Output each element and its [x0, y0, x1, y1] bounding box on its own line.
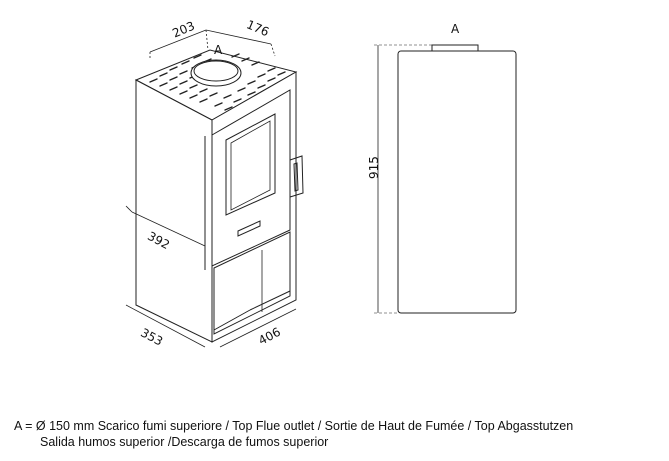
door-glass [225, 113, 276, 216]
dim-top-width: 176 [245, 17, 272, 39]
stove-left-face [135, 79, 213, 343]
stove-front-face [211, 71, 297, 343]
side-handle [289, 155, 304, 198]
log-storage-opening [213, 231, 291, 335]
door-frame [211, 89, 291, 267]
ash-drawer-handle [237, 220, 261, 237]
dim-height: 915 [367, 156, 381, 179]
side-body [397, 50, 517, 314]
marker-a-top: A [214, 43, 223, 57]
legend: A = Ø 150 mm Scarico fumi superiore / To… [14, 418, 573, 450]
flue-outlet-inner [193, 60, 239, 82]
stove-side-elevation [374, 44, 517, 314]
dimension-lines-isometric [125, 29, 297, 348]
dim-base-width: 406 [256, 325, 283, 348]
stove-isometric-view [134, 49, 304, 343]
legend-line-2: Salida humos superior /Descarga de fumos… [40, 435, 329, 449]
dim-top-depth: 203 [170, 19, 197, 41]
side-flue-collar [431, 44, 479, 52]
flue-outlet-outer [190, 59, 242, 87]
marker-a-side: A [451, 22, 460, 36]
dim-base-depth: 353 [138, 325, 165, 348]
legend-line-1: A = Ø 150 mm Scarico fumi superiore / To… [14, 419, 574, 433]
